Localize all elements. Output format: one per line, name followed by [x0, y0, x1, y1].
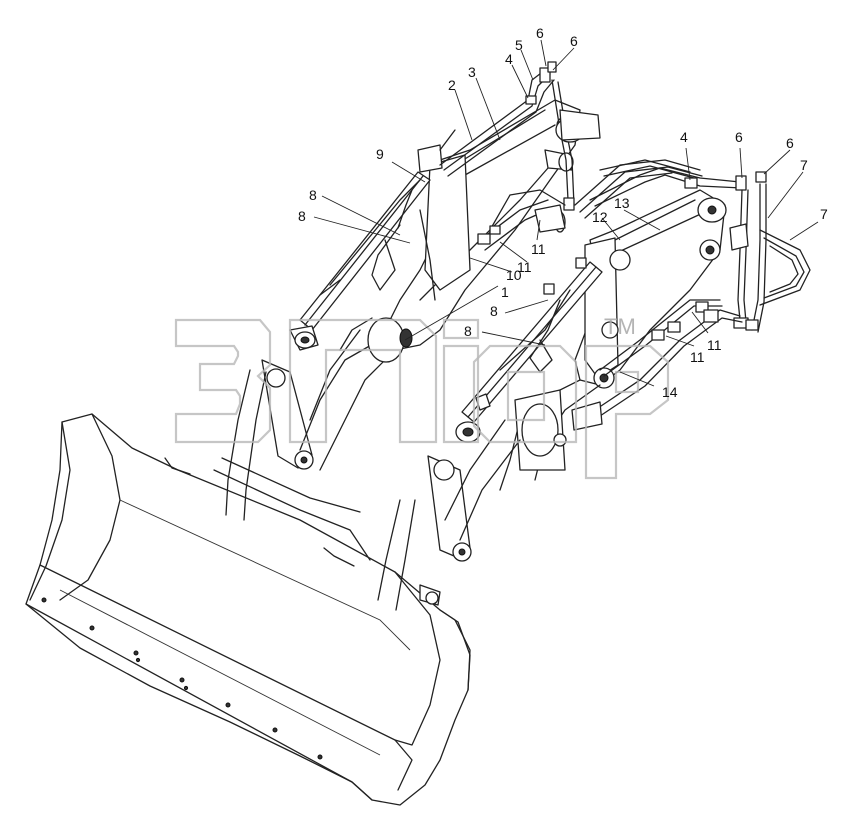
callout-6: 6 — [735, 129, 743, 145]
callout-11: 11 — [707, 337, 722, 353]
callout-3: 3 — [468, 64, 476, 80]
callout-8: 8 — [309, 187, 317, 203]
callout-6: 6 — [786, 135, 794, 151]
callout-2: 2 — [448, 77, 456, 93]
right-boom-arm — [444, 189, 727, 541]
right-bellcrank-linkage — [377, 455, 472, 611]
callout-9: 9 — [376, 146, 384, 162]
callout-leaders — [313, 39, 819, 387]
left-lift-cylinder — [289, 129, 456, 351]
callout-8: 8 — [298, 208, 306, 224]
callout-4: 4 — [680, 129, 688, 145]
callout-5: 5 — [515, 37, 523, 53]
callout-11: 11 — [531, 241, 546, 257]
bucket — [25, 413, 471, 806]
watermark-logo: TM — [174, 314, 670, 480]
rear-frame-tubes — [555, 109, 703, 219]
callout-6: 6 — [536, 25, 544, 41]
callout-11: 11 — [690, 349, 705, 365]
callout-4: 4 — [505, 51, 513, 67]
callout-labels: 5 6 6 4 3 2 9 8 8 11 11 10 1 8 8 12 13 4… — [298, 25, 828, 400]
callout-13: 13 — [614, 195, 630, 211]
callout-8: 8 — [464, 323, 472, 339]
middle-hoses — [477, 189, 566, 251]
callout-12: 12 — [592, 209, 608, 225]
bucket-bolt-holes — [41, 597, 323, 760]
trademark-mark: TM — [604, 314, 636, 339]
callout-10: 10 — [506, 267, 522, 283]
callout-7: 7 — [820, 206, 828, 222]
callout-11: 11 — [517, 259, 532, 275]
callout-7: 7 — [800, 157, 808, 173]
callout-14: 14 — [662, 384, 678, 400]
callout-6: 6 — [570, 33, 578, 49]
callout-8: 8 — [490, 303, 498, 319]
callout-1: 1 — [501, 284, 509, 300]
